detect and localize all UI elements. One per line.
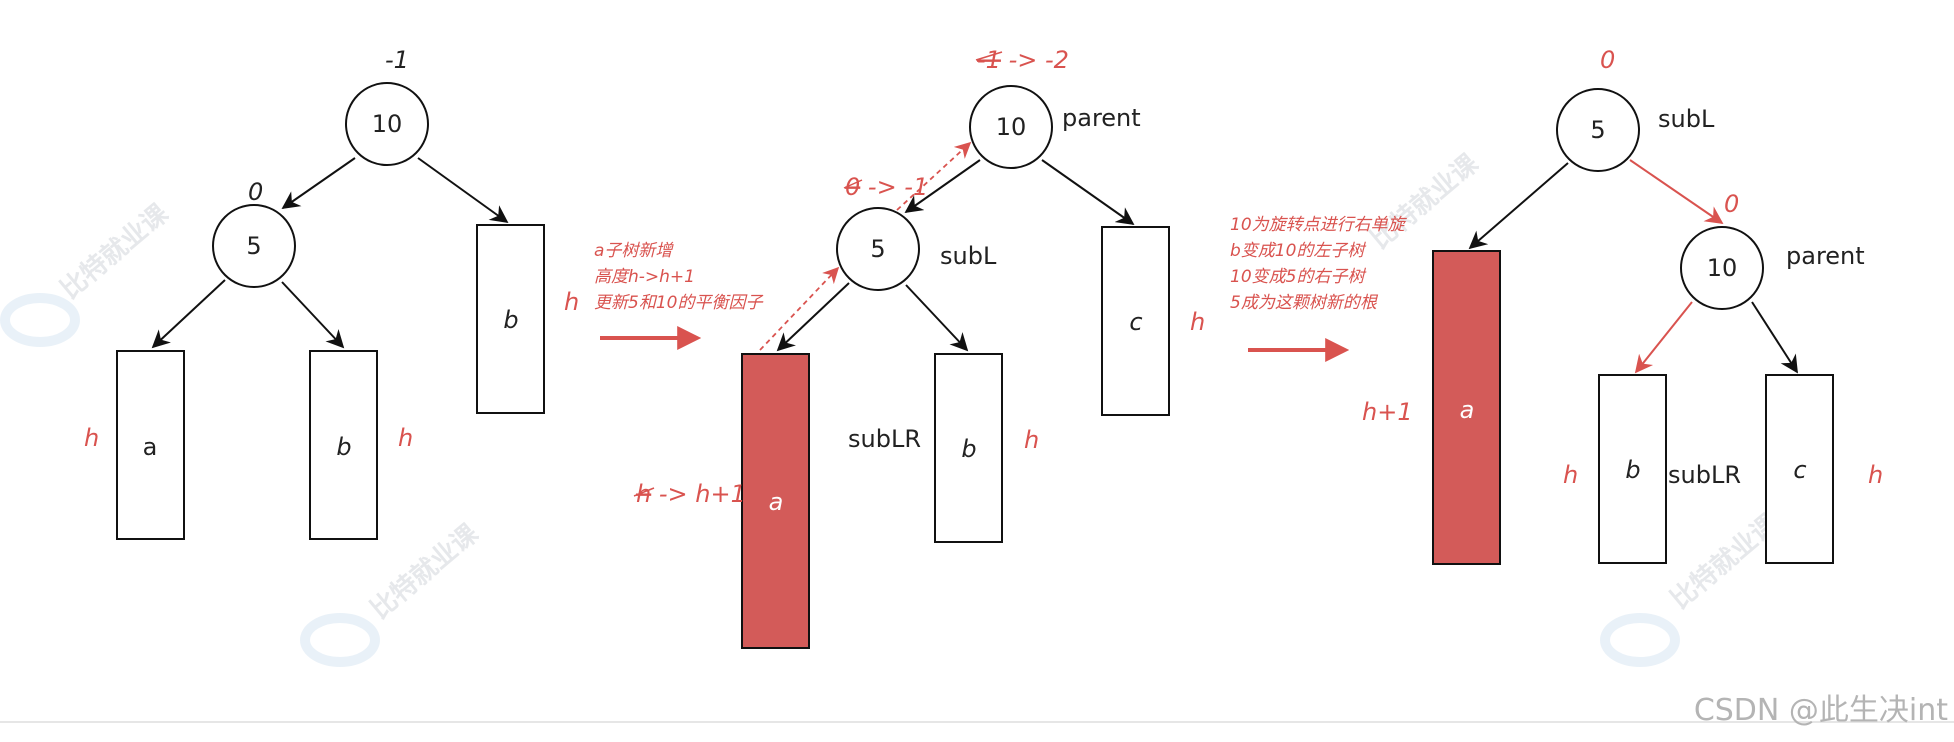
height-a: h+1 (1362, 398, 1413, 426)
strike-mark (843, 179, 863, 189)
edge-10-5 (904, 159, 981, 214)
note-line: 高度h->h+1 (594, 267, 695, 287)
height-b-right: h (564, 288, 579, 316)
old-value: h (636, 480, 651, 508)
watermark-text: 比特就业课 (1365, 147, 1485, 255)
edge-5-b (281, 281, 345, 349)
note-line: 10变成5的右子树 (1230, 267, 1366, 287)
node-5 (212, 204, 296, 288)
height-b-left: h (398, 424, 413, 452)
subtree-b-right-label: b (503, 306, 518, 334)
node-10-label: 10 (996, 113, 1027, 141)
note-line: 10为旋转点进行右单旋 (1230, 215, 1408, 235)
label-subLR: subLR (848, 425, 921, 453)
height-b: h (1563, 461, 1578, 489)
note-line: a子树新增 (594, 241, 674, 261)
label-parent: parent (1062, 104, 1141, 132)
subtree-a (1432, 250, 1501, 565)
edge-5-10 (1629, 159, 1724, 225)
transition-arrow-2: 10为旋转点进行右单旋 b变成10的左子树 10变成5的右子树 5成为这颗树新的… (1230, 215, 1408, 362)
watermark-text: 比特就业课 (365, 517, 485, 625)
node-10 (345, 82, 429, 166)
subtree-c (1765, 374, 1834, 564)
label-subL: subL (940, 242, 997, 270)
label-parent: parent (1786, 242, 1865, 270)
right-balance-factor: 0 (1724, 190, 1739, 218)
height-a: h (84, 424, 99, 452)
note-line: 更新5和10的平衡因子 (594, 293, 763, 313)
node-5-label: 5 (870, 235, 885, 263)
new-value: -> -2 (1001, 46, 1069, 74)
edge-10-c (1041, 159, 1135, 226)
new-value: -> h+1 (651, 480, 746, 508)
subtree-b-right (476, 224, 545, 414)
subtree-b-left (309, 350, 378, 540)
strike-mark (633, 487, 655, 497)
subtree-c (1101, 226, 1170, 416)
edge-10-b (1634, 301, 1693, 374)
watermark-logo-icon (300, 613, 380, 667)
edge-5-b (905, 284, 969, 352)
edge-5-a (1468, 162, 1569, 250)
update-path-to-5 (759, 266, 840, 351)
node-10 (969, 85, 1053, 169)
subtree-b-label: b (961, 435, 976, 463)
old-value: 0 (845, 173, 860, 201)
edge-10-c (1751, 301, 1798, 374)
node-5 (1556, 88, 1640, 172)
node-5 (836, 207, 920, 291)
panel-after-rotation: 0 5 subL 0 10 parent a b subLR c h+1 h h (1362, 46, 1883, 565)
subtree-c-label: c (1129, 308, 1142, 336)
transition-arrow-1: a子树新增 高度h->h+1 更新5和10的平衡因子 (594, 241, 763, 350)
panel-after-insert: -1 -> -2 10 parent 0 -> -1 5 subL a b su… (633, 46, 1205, 649)
label-subLR: subLR (1668, 461, 1741, 489)
root-balance-factor: -1 (385, 46, 409, 74)
note-line: 5成为这颗树新的根 (1230, 293, 1379, 313)
height-c: h (1868, 461, 1883, 489)
root-balance-factor: 0 (1600, 46, 1615, 74)
left-balance-factor: 0 -> -1 (845, 173, 928, 201)
strike-mark (975, 51, 1003, 61)
subtree-a (741, 353, 810, 649)
note-line: b变成10的左子树 (1230, 241, 1366, 261)
subtree-a-label: a (1460, 396, 1475, 424)
new-value: -> -1 (860, 173, 928, 201)
subtree-b (1598, 374, 1667, 564)
height-b: h (1024, 426, 1039, 454)
edge-10-b (417, 157, 509, 224)
subtree-b (934, 353, 1003, 543)
panel-before-insert: -1 10 0 5 a b b h h h (84, 46, 579, 540)
subtree-a-label: a (143, 433, 158, 461)
root-balance-factor: -1 -> -2 (977, 46, 1069, 74)
watermark-text: 比特就业课 (55, 197, 175, 305)
node-10 (1680, 226, 1764, 310)
node-10-label: 10 (1707, 254, 1738, 282)
height-c: h (1190, 308, 1205, 336)
watermark-logo-icon (1600, 613, 1680, 667)
edge-5-a (151, 279, 226, 349)
height-a: h -> h+1 (636, 480, 746, 508)
csdn-credit: CSDN @此生决int (1694, 693, 1948, 728)
old-value: -1 (977, 46, 1001, 74)
label-subL: subL (1658, 105, 1715, 133)
left-balance-factor: 0 (248, 178, 263, 206)
node-10-label: 10 (372, 110, 403, 138)
subtree-a (116, 350, 185, 540)
node-5-label: 5 (1590, 116, 1605, 144)
edge-5-a (776, 282, 850, 352)
subtree-b-left-label: b (336, 433, 351, 461)
subtree-a-label: a (769, 488, 784, 516)
node-5-label: 5 (246, 232, 261, 260)
subtree-b-label: b (1625, 456, 1640, 484)
watermark-logo-icon (0, 293, 80, 347)
subtree-c-label: c (1793, 456, 1806, 484)
edge-10-5 (281, 157, 356, 210)
update-path-to-10 (896, 141, 972, 211)
